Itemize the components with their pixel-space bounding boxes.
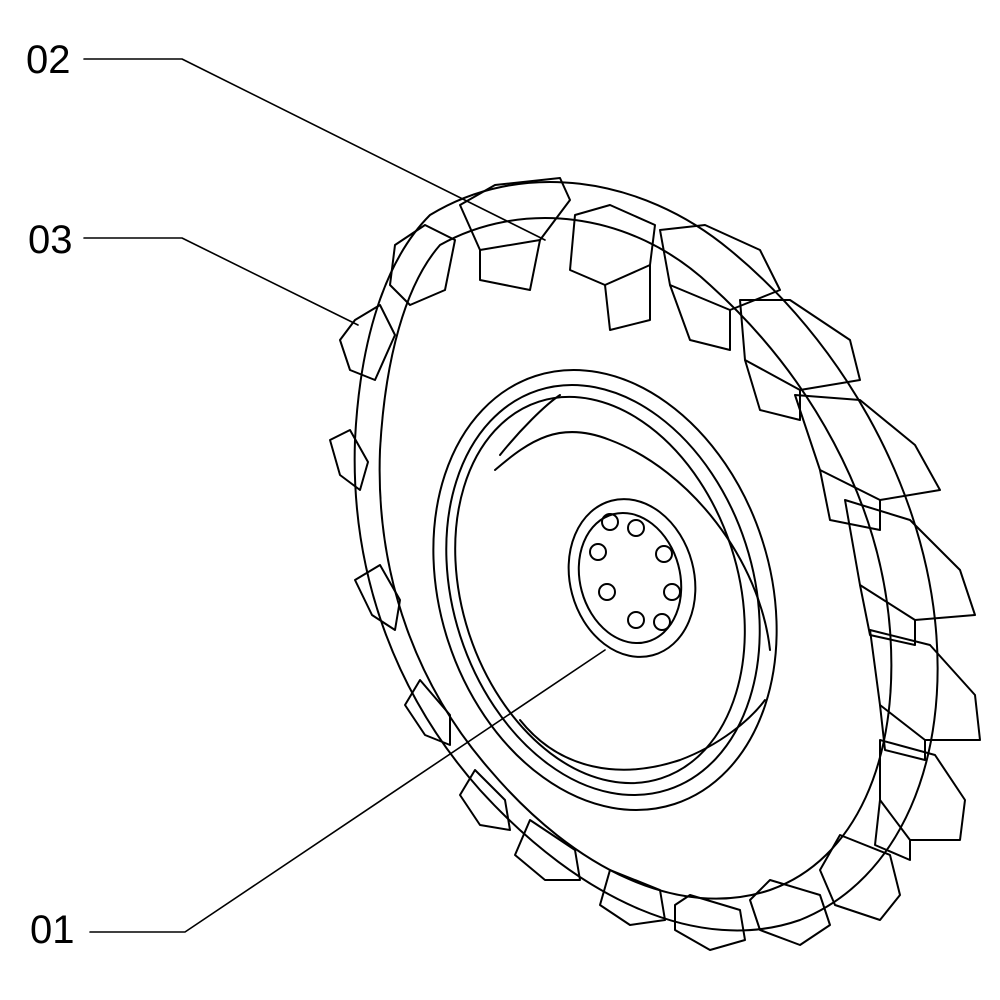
callout-label-02: 02 — [26, 38, 71, 82]
callout-label-03: 03 — [28, 218, 73, 262]
tread-lugs — [329, 177, 981, 951]
leader-line-03 — [83, 237, 359, 326]
wheel-bolts — [589, 513, 681, 631]
hub — [567, 498, 697, 658]
rim — [432, 369, 778, 811]
tire-carcass — [353, 181, 939, 932]
leader-lines — [83, 58, 606, 933]
leader-line-01 — [89, 649, 606, 933]
callout-label-01: 01 — [30, 908, 75, 952]
leader-line-02 — [83, 58, 546, 241]
